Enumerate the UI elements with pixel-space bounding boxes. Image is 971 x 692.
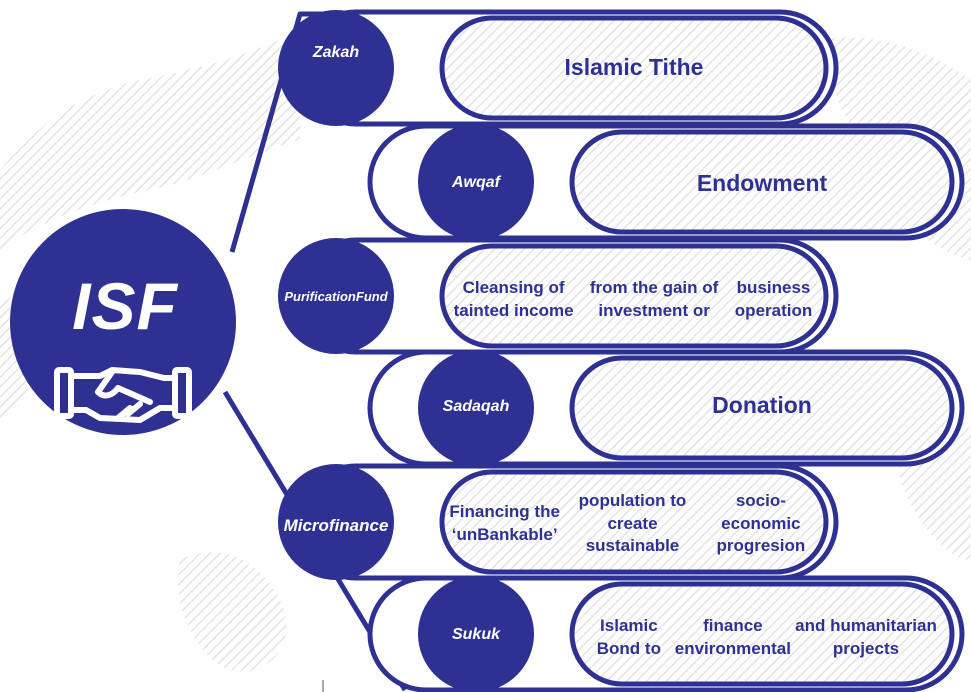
- category-circle-4: [418, 350, 534, 466]
- category-circle-1: [278, 10, 394, 126]
- category-sadaqah: Sadaqah: [442, 397, 510, 415]
- description-pill-3: [439, 243, 829, 349]
- description-awqaf: Endowment: [696, 170, 828, 197]
- description-pill-5: [439, 469, 829, 575]
- description-sadaqah: Donation: [712, 392, 812, 419]
- isf-center-circle: [10, 209, 236, 435]
- description-pill-6: [569, 581, 955, 687]
- category-zakah: Zakah: [312, 43, 360, 61]
- isf-title: ISF: [72, 269, 178, 343]
- category-sukuk: Sukuk: [451, 625, 500, 643]
- items-group: [278, 10, 955, 692]
- category-circle-6: [418, 576, 534, 692]
- description-pill-2: [569, 129, 955, 235]
- category-circle-5: [278, 464, 394, 580]
- category-circle-3: [278, 238, 394, 354]
- description-zakah: Islamic Tithe: [564, 54, 704, 81]
- category-awqaf: Awqaf: [452, 173, 500, 191]
- description-pill-4: [569, 355, 955, 461]
- category-circle-2: [418, 124, 534, 240]
- description-micro-finance: Financing the ‘unBankable’population to …: [449, 490, 806, 556]
- handshake-icon: [54, 367, 192, 423]
- description-pill-1: [439, 15, 829, 121]
